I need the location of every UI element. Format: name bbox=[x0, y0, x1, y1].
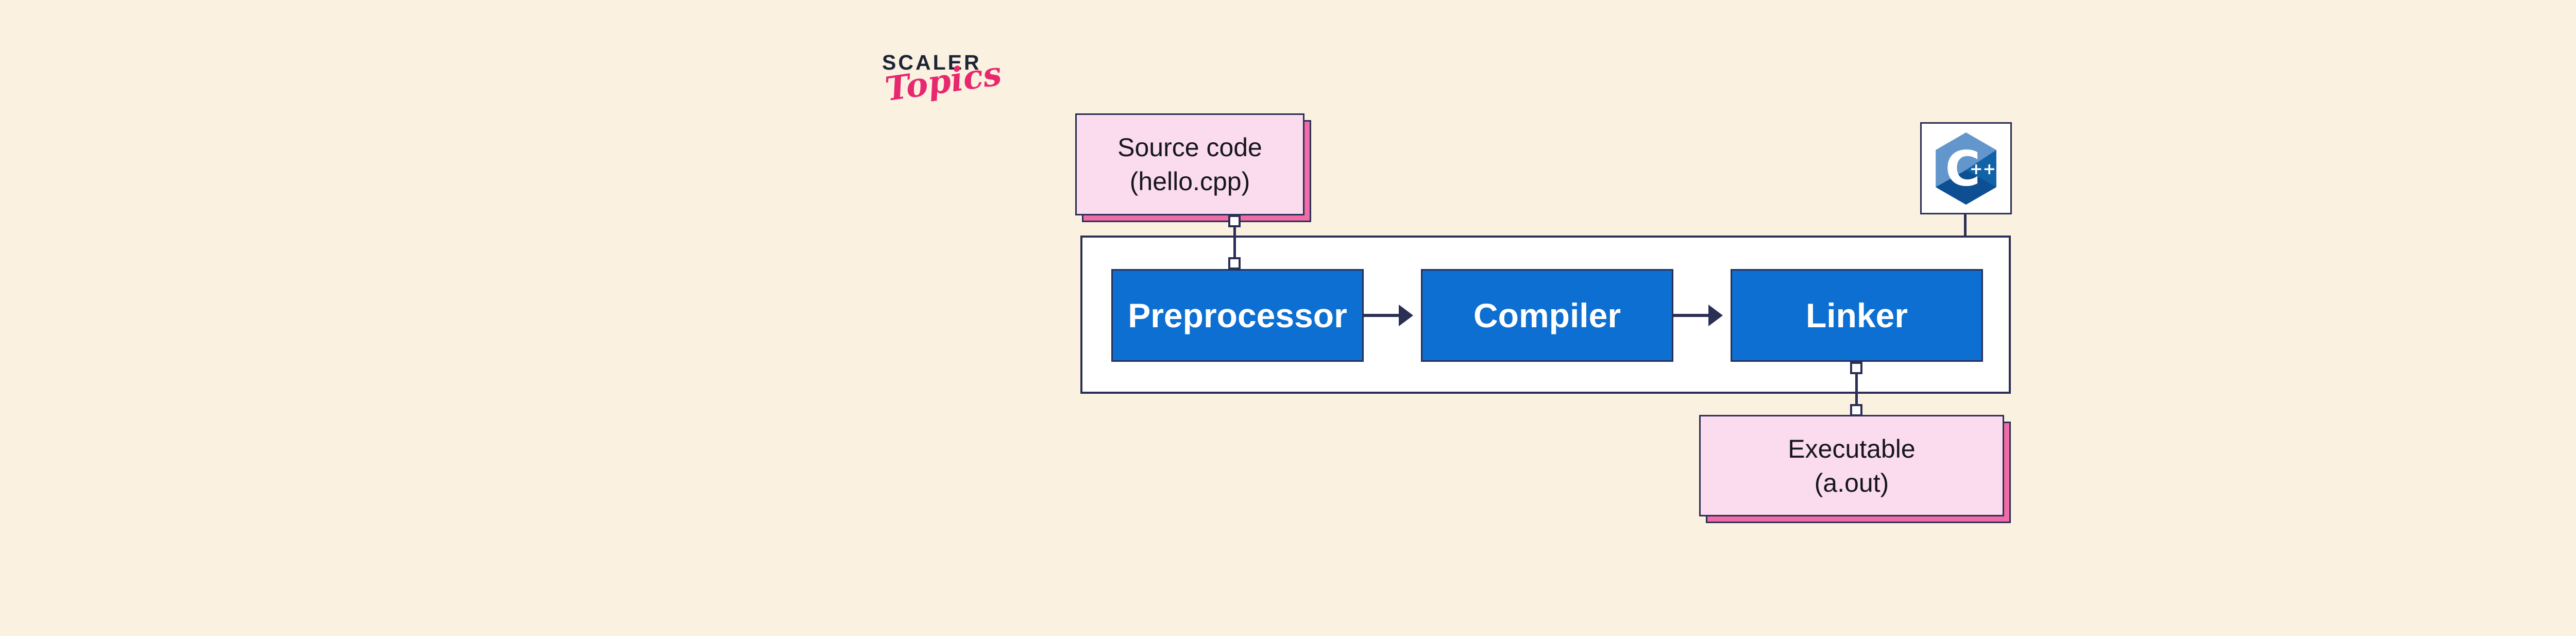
connector-line-source bbox=[1233, 219, 1236, 269]
stage-compiler-label: Compiler bbox=[1473, 296, 1621, 334]
connector-node bbox=[1228, 215, 1241, 227]
executable-label-line1: Executable bbox=[1788, 434, 1916, 463]
stage-compiler: Compiler bbox=[1421, 269, 1673, 362]
connector-node bbox=[1850, 404, 1862, 416]
brand-wordmark-scaler: SCALER bbox=[882, 51, 981, 74]
source-code-label-line1: Source code bbox=[1117, 133, 1262, 162]
connector-node bbox=[1228, 257, 1241, 270]
arrow-head-icon bbox=[1708, 305, 1723, 326]
stage-preprocessor-label: Preprocessor bbox=[1128, 296, 1347, 334]
connector-line-executable bbox=[1855, 366, 1858, 416]
source-code-label-line2: (hello.cpp) bbox=[1129, 167, 1250, 196]
source-code-card: Source code (hello.cpp) bbox=[1075, 113, 1304, 215]
stage-linker: Linker bbox=[1731, 269, 1983, 362]
arrow-shaft bbox=[1673, 314, 1708, 317]
connector-node bbox=[1850, 362, 1862, 374]
cpp-language-badge: C ++ bbox=[1920, 122, 2012, 214]
arrow-compiler-to-linker bbox=[1673, 305, 1723, 326]
executable-card: Executable (a.out) bbox=[1699, 415, 2004, 516]
scaler-topics-logo: SCALER Topics bbox=[882, 51, 1006, 109]
cpp-logo-plus-plus: ++ bbox=[1970, 160, 1996, 178]
cpp-logo-icon: C ++ bbox=[1936, 132, 1996, 205]
executable-label-line2: (a.out) bbox=[1814, 468, 1889, 497]
arrow-head-icon bbox=[1399, 305, 1413, 326]
arrow-preprocessor-to-compiler bbox=[1364, 305, 1413, 326]
connector-line-cpp-logo bbox=[1964, 212, 1967, 238]
arrow-shaft bbox=[1364, 314, 1399, 317]
stage-linker-label: Linker bbox=[1805, 296, 1908, 334]
cpp-logo-letter: C bbox=[1945, 141, 1981, 197]
stage-preprocessor: Preprocessor bbox=[1111, 269, 1364, 362]
